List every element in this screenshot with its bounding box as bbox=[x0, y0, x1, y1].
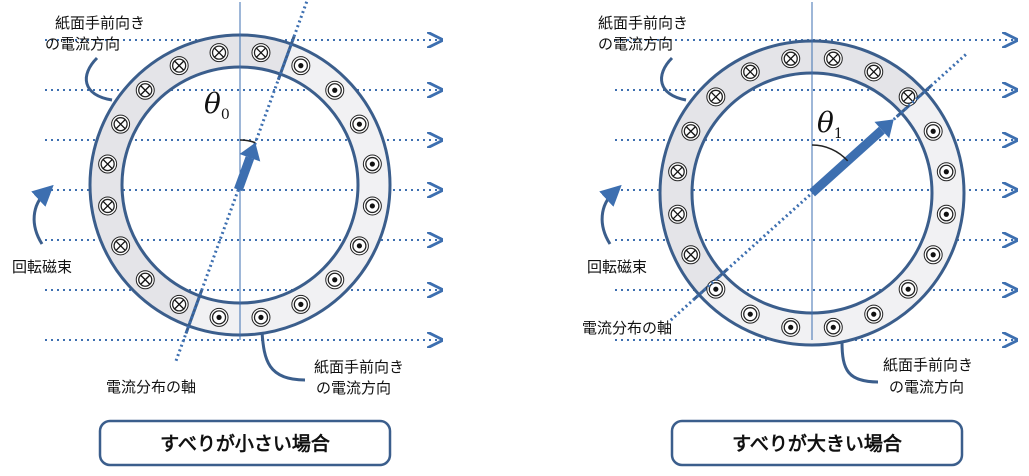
conductor-cross bbox=[681, 121, 701, 141]
angle-arc bbox=[239, 139, 256, 144]
conductor-dot bbox=[864, 304, 884, 324]
leader-flux bbox=[31, 184, 54, 245]
conductor-cross bbox=[823, 49, 843, 69]
conductor-dot bbox=[325, 270, 345, 290]
conductor-dot bbox=[823, 317, 843, 337]
label-flux: 回転磁束 bbox=[587, 258, 647, 276]
label-into-page-line2: の電流方向 bbox=[45, 35, 120, 53]
conductor-cross bbox=[706, 87, 726, 107]
label-out-page-line1: 紙面手前向き bbox=[883, 356, 973, 374]
conductor-cross bbox=[864, 62, 884, 82]
conductor-cross bbox=[209, 43, 229, 63]
label-axis: 電流分布の軸 bbox=[106, 378, 196, 396]
leader-out-page bbox=[840, 341, 879, 384]
current-axis-line bbox=[173, 0, 309, 365]
conductor-dot bbox=[349, 114, 369, 134]
caption-large-slip: すべりが大きい場合 bbox=[732, 432, 903, 455]
conductor-dot bbox=[291, 56, 311, 76]
leader-flux bbox=[599, 184, 622, 245]
conductor-dot bbox=[325, 80, 345, 100]
conductor-dot bbox=[923, 121, 943, 141]
conductor-cross bbox=[135, 270, 155, 290]
conductor-cross bbox=[98, 154, 118, 174]
conductor-cross bbox=[111, 114, 131, 134]
label-into-page-line1: 紙面手前向き bbox=[55, 14, 145, 32]
leader-into-page bbox=[660, 56, 687, 102]
current-axis-left bbox=[173, 0, 309, 365]
conductor-cross bbox=[111, 236, 131, 256]
conductor-dot bbox=[923, 245, 943, 265]
conductor-cross bbox=[740, 62, 760, 82]
conductor-cross bbox=[781, 49, 801, 69]
flux-axis-arrowhead bbox=[239, 142, 261, 162]
label-out-page-line1: 紙面手前向き bbox=[314, 358, 404, 376]
flux-axis-arrow bbox=[234, 156, 255, 192]
conductor-cross bbox=[898, 87, 918, 107]
caption-small-slip: すべりが小さい場合 bbox=[160, 432, 331, 455]
conductor-dot bbox=[781, 317, 801, 337]
panel-large-slip: 紙面手前向き の電流方向 回転磁束 電流分布の軸 紙面手前向き の電流方向 θ1… bbox=[582, 2, 1015, 467]
caption-box bbox=[98, 419, 392, 467]
theta-label: θ1 bbox=[817, 106, 843, 142]
angle-arc bbox=[811, 144, 849, 162]
conductor-cross bbox=[169, 56, 189, 76]
flux-axis-arrow bbox=[808, 126, 885, 197]
conductor-cross bbox=[251, 43, 271, 63]
conductor-dot bbox=[706, 279, 726, 299]
conductor-cross bbox=[681, 245, 701, 265]
conductor-dot bbox=[291, 294, 311, 314]
conductor-cross bbox=[98, 196, 118, 216]
label-axis: 電流分布の軸 bbox=[582, 319, 672, 337]
theta-label: θ0 bbox=[204, 87, 230, 123]
conductor-dot bbox=[898, 279, 918, 299]
label-out-page-line2: の電流方向 bbox=[316, 379, 391, 397]
leader-out-page bbox=[260, 331, 306, 382]
flux-axis-arrowhead bbox=[874, 119, 894, 139]
conductor-dot bbox=[251, 307, 271, 327]
conductor-cross bbox=[135, 80, 155, 100]
conductor-dot bbox=[936, 204, 956, 224]
label-into-page-line1: 紙面手前向き bbox=[598, 14, 688, 32]
conductor-dot bbox=[209, 307, 229, 327]
conductor-dot bbox=[362, 154, 382, 174]
label-into-page-line2: の電流方向 bbox=[598, 35, 673, 53]
conductor-dot bbox=[936, 162, 956, 182]
leader-into-page bbox=[84, 56, 113, 102]
conductor-cross bbox=[668, 162, 688, 182]
label-out-page-line2: の電流方向 bbox=[889, 378, 964, 396]
conductor-dot bbox=[740, 304, 760, 324]
conductor-cross bbox=[668, 204, 688, 224]
conductor-dot bbox=[349, 236, 369, 256]
conductor-dot bbox=[362, 196, 382, 216]
caption-box bbox=[670, 419, 964, 467]
conductor-cross bbox=[169, 294, 189, 314]
current-axis-right bbox=[668, 2, 967, 340]
label-flux: 回転磁束 bbox=[12, 258, 72, 276]
panel-small-slip: 紙面手前向き の電流方向 回転磁束 電流分布の軸 紙面手前向き の電流方向 θ0… bbox=[12, 0, 440, 467]
current-axis-line bbox=[668, 53, 967, 323]
